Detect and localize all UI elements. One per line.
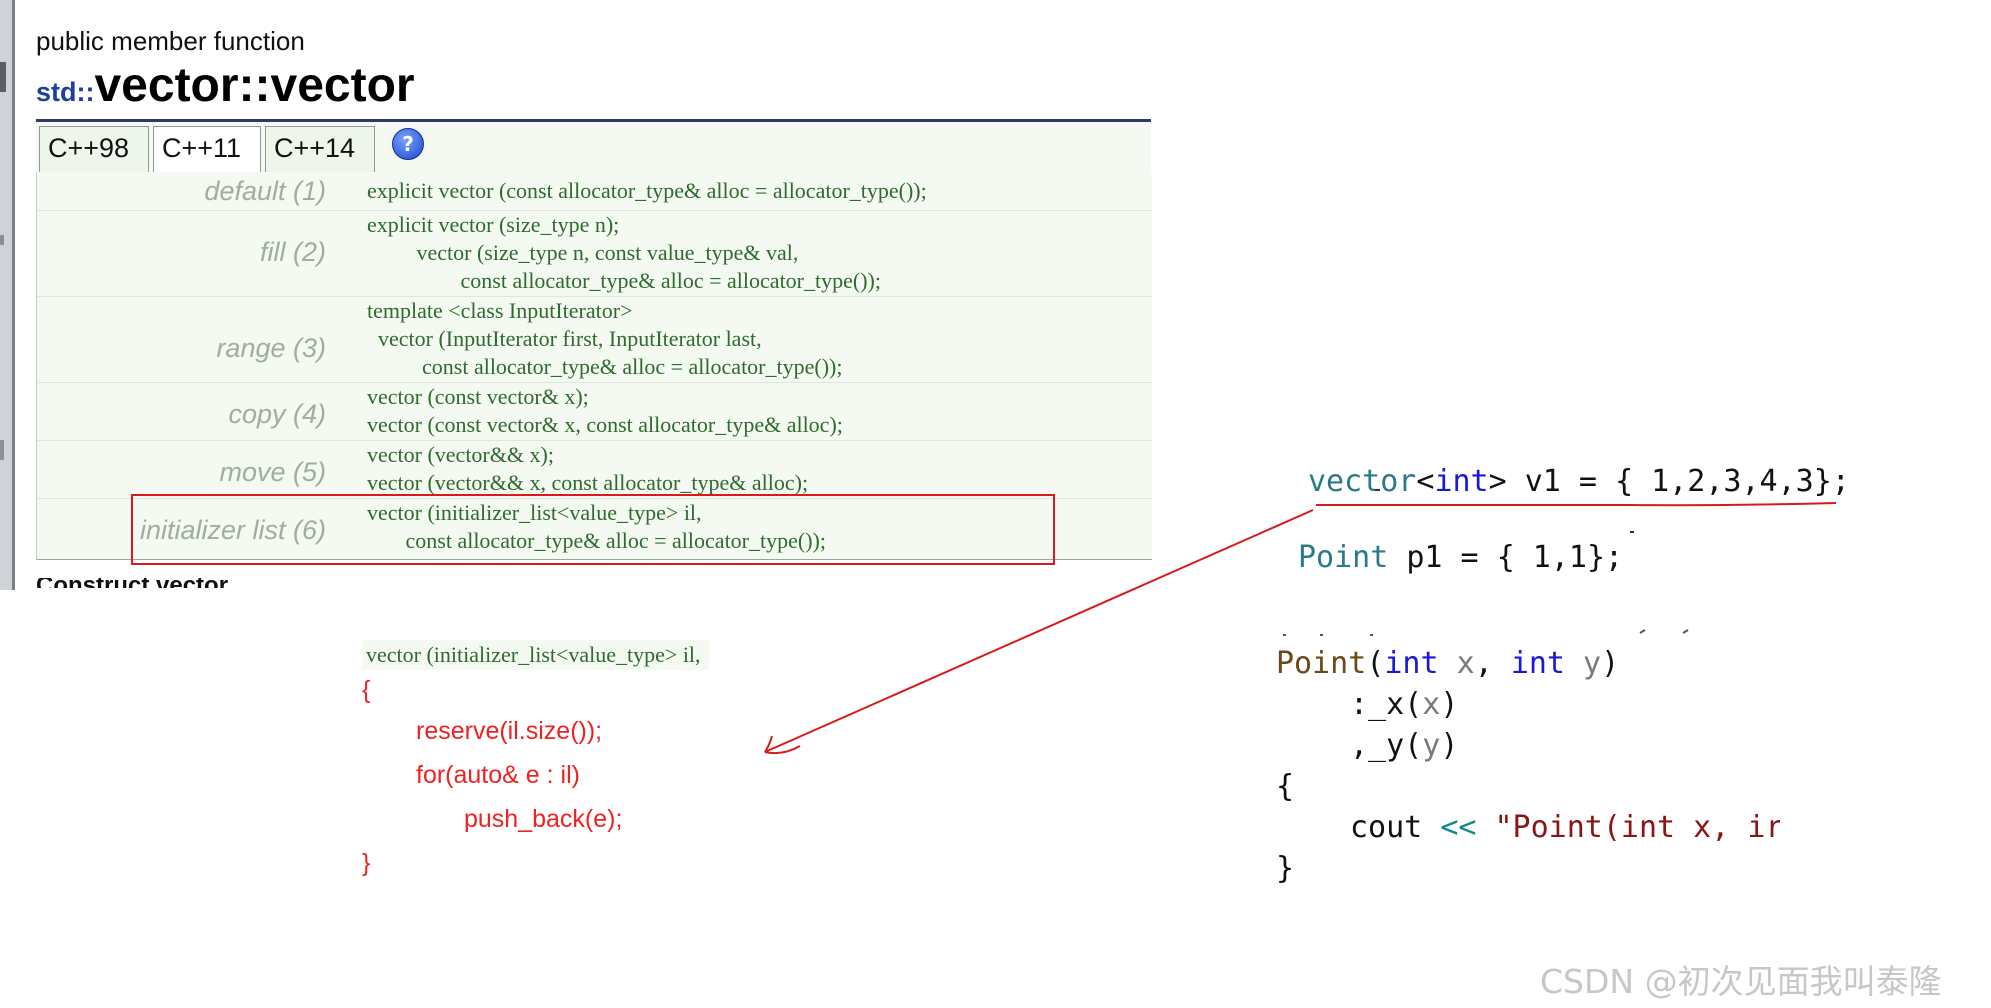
paren: ) [1440,687,1459,722]
cut-off-line-top [1283,629,1689,636]
title-divider [36,119,1151,122]
arg-x: x [1422,687,1441,722]
strip-marker [0,62,6,92]
arg-y: y [1422,728,1441,763]
string-literal: "Point(int x, ir [1476,810,1780,845]
strip-marker [0,440,4,460]
signature-code: vector (vector&& x, const allocator_type… [367,470,809,495]
paren: ) [1601,646,1620,681]
title-name: vector::vector [94,59,415,112]
member-kind-label: public member function [36,26,305,56]
vector-type: vector [1308,464,1417,499]
signature-code: vector (const vector& x, const allocator… [367,412,843,437]
signature-row: fill (2) explicit vector (size_type n); … [37,210,1152,297]
signature-label: initializer list (6) [139,515,326,545]
snippet-line: reserve(il.size()); [416,717,603,745]
cout: cout [1350,810,1441,845]
stray-mark [1375,489,1634,533]
section-heading: Construct vector [36,578,396,588]
snippet-line: push_back(e); [464,805,623,833]
member-x: :_x( [1350,687,1423,722]
title-namespace: std:: [36,77,95,107]
int-keyword: int [1384,646,1439,681]
vector-initializer: { 1,2,3,4,3}; [1615,464,1850,499]
signature-label: fill (2) [260,237,326,267]
point-init-line: Point p1 = { 1,1}; [1298,540,1623,575]
signature-row: copy (4) vector (const vector& x); vecto… [37,382,1152,441]
standard-tabs-bar: C++98 C++11 C++14 [36,122,1151,173]
signature-code: vector (initializer_list<value_type> il, [367,500,702,525]
tab-cpp98[interactable]: C++98 [39,126,149,172]
ctor-brace-open: { [1276,769,1295,804]
ctor-name: Point [1276,646,1367,681]
signature-code: vector (InputIterator first, InputIterat… [367,326,762,351]
vector-var: v1 = [1506,464,1616,499]
signature-label: copy (4) [228,399,326,429]
signature-code: const allocator_type& alloc = allocator_… [367,528,826,553]
int-keyword: int [1434,464,1489,499]
help-circle-icon[interactable]: ? [392,128,424,160]
snippet-line: for(auto& e : il) [416,761,580,789]
ctor-init-x: :_x(x) [1350,687,1458,722]
ctor-init-y: ,_y(y) [1350,728,1458,763]
strip-marker [0,235,4,245]
ctor-signature-line: Point(int x, int y) [1276,646,1619,681]
section-heading-clipped: Construct vector [36,578,396,588]
param-x: x [1438,646,1475,681]
paren: ) [1440,728,1459,763]
ctor-body-line: cout << "Point(int x, ir [1350,810,1780,845]
signature-row: range (3) template <class InputIterator>… [37,296,1152,383]
angle-close: > [1488,464,1507,499]
paren: ( [1366,646,1385,681]
param-y: y [1565,646,1602,681]
ctor-brace-close: } [1276,851,1295,886]
signature-code: explicit vector (const allocator_type& a… [367,178,927,203]
stream-op: << [1440,810,1477,845]
signature-code: vector (size_type n, const value_type& v… [367,240,799,265]
signature-code: const allocator_type& alloc = allocator_… [367,354,843,379]
signature-label: move (5) [219,457,326,487]
member-y: ,_y( [1350,728,1423,763]
signature-row: default (1) explicit vector (const alloc… [37,172,1152,210]
snippet-line: { [362,676,371,704]
signature-code: vector (const vector& x); [367,384,589,409]
angle-open: < [1416,464,1435,499]
snippet-line: } [362,849,371,877]
highlight-box [131,494,1055,565]
page-left-strip [0,0,15,590]
signature-row: initializer list (6) vector (initializer… [37,498,1152,559]
signature-row: move (5) vector (vector&& x); vector (ve… [37,440,1152,499]
arrow-annotation [764,509,1314,753]
point-initializer: { 1,1}; [1496,540,1624,575]
signature-code: explicit vector (size_type n); [367,212,620,237]
watermark: CSDN @初次见面我叫泰隆 [1540,962,1942,1001]
underline-annotation [1316,502,1837,507]
tab-cpp11[interactable]: C++11 [153,126,261,173]
signature-code: template <class InputIterator> [367,298,633,323]
point-type: Point [1298,540,1389,575]
tab-cpp14[interactable]: C++14 [265,126,375,172]
snippet-signature: vector (initializer_list<value_type> il, [362,640,709,670]
signature-label: default (1) [204,176,326,206]
page-title: std::vector::vector [36,58,415,113]
point-var: p1 = [1388,540,1497,575]
arrowhead-annotation [764,735,801,755]
int-keyword: int [1510,646,1565,681]
signature-label: range (3) [216,333,326,363]
vector-init-line: vector<int> v1 = { 1,2,3,4,3}; [1308,464,1850,499]
comma: , [1474,646,1511,681]
signature-code: const allocator_type& alloc = allocator_… [367,268,881,293]
signature-code: vector (vector&& x); [367,442,554,467]
